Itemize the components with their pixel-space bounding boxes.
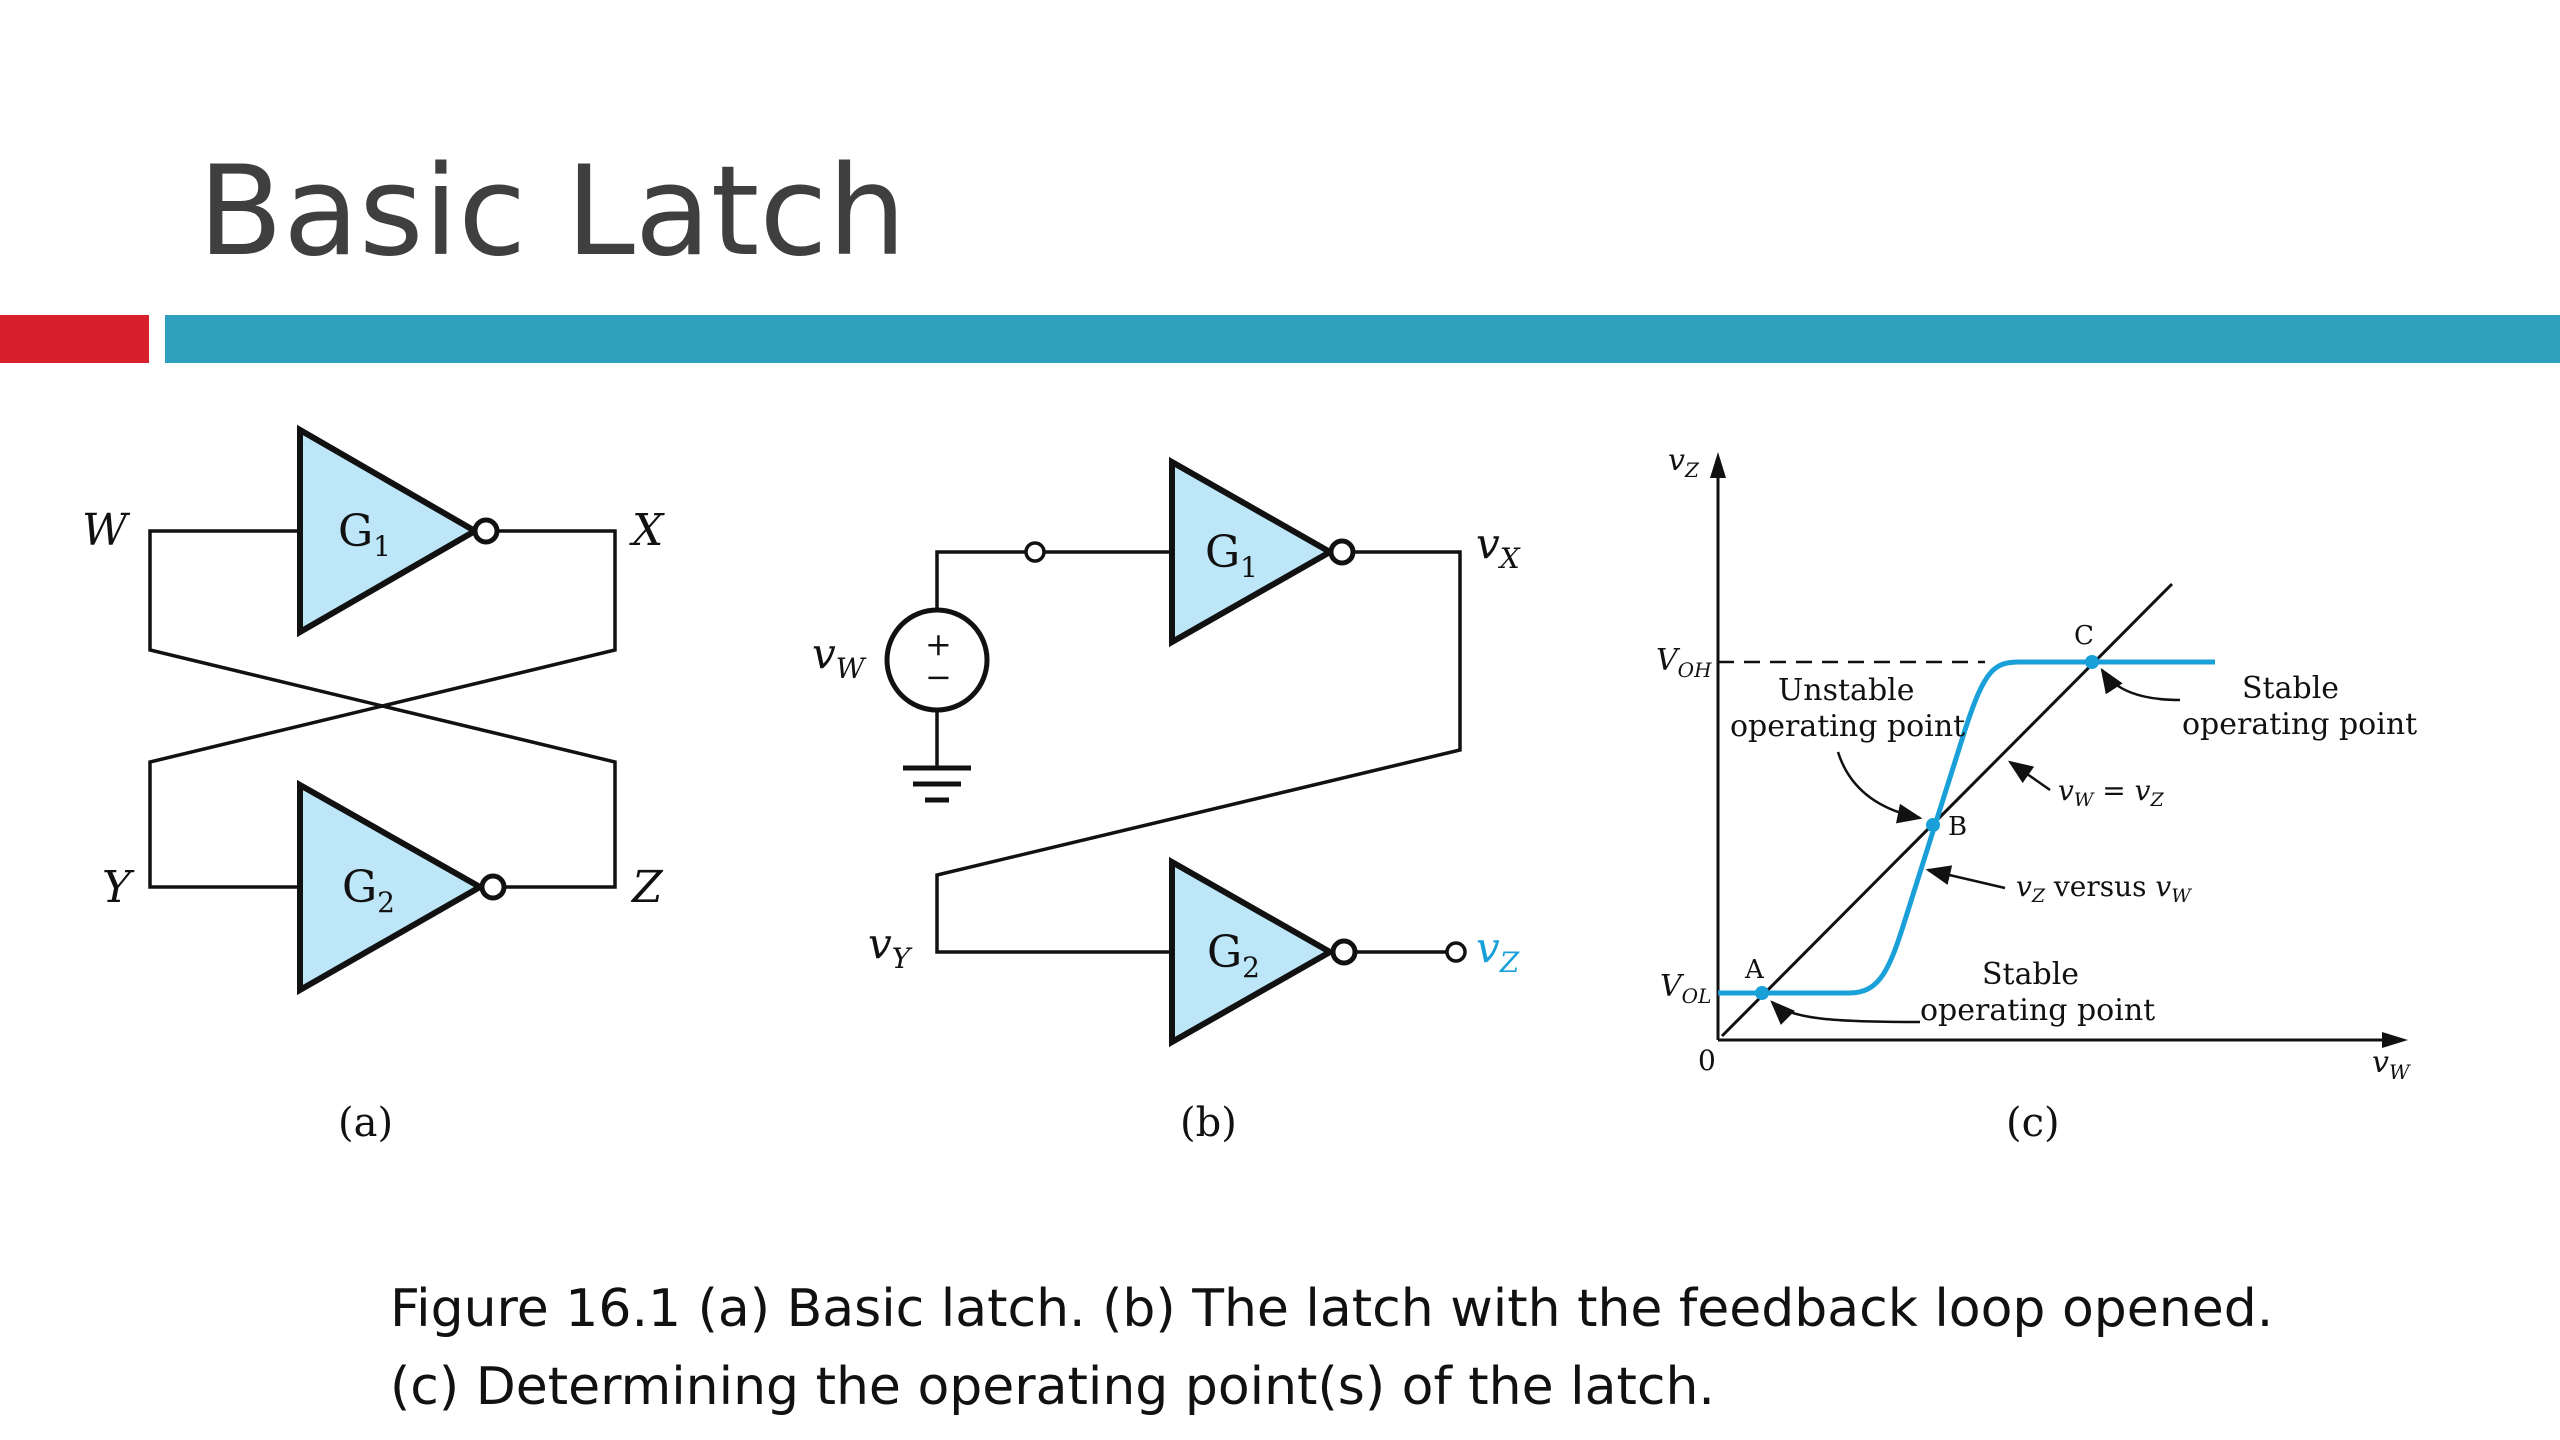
wire-source-top-b xyxy=(935,550,1025,610)
vx-label: vX xyxy=(1476,519,1521,575)
point-b-label: B xyxy=(1948,812,1967,842)
y-axis-arrow xyxy=(1710,452,1726,478)
gate-g1-b-label: G1 xyxy=(1205,527,1258,584)
arrow-unity-line xyxy=(2007,760,2051,792)
gate-g1-a-label: G1 xyxy=(338,506,391,563)
arrow-stable-c xyxy=(2100,667,2181,702)
gate-g2-b-label: G2 xyxy=(1207,927,1260,984)
stable-a-label-1: Stable xyxy=(1982,957,2079,992)
caption-line-1: Figure 16.1 (a) Basic latch. (b) The lat… xyxy=(390,1279,2274,1339)
panel-b xyxy=(884,456,1467,1048)
arrow-stable-a xyxy=(1770,1000,1921,1025)
vw-label: vW xyxy=(812,629,867,685)
point-b-marker xyxy=(1926,818,1940,832)
point-c-label: C xyxy=(2074,621,2094,651)
panel-b-labels: G1 G2 + − vW vX vY vZ (b) xyxy=(812,519,1521,1146)
unstable-label-2: operating point xyxy=(1730,709,1965,744)
voh-label: VOH xyxy=(1656,643,1712,682)
terminal-output-b xyxy=(1445,941,1467,963)
arrow-unstable xyxy=(1836,751,1923,824)
vz-label: vZ xyxy=(1476,923,1520,979)
panel-c-labels: vZ vW 0 VOH VOL A B C Unstable operating… xyxy=(1656,443,2417,1146)
terminal-input-b xyxy=(1024,541,1046,563)
panel-a-label: (a) xyxy=(338,1100,393,1146)
vy-label: vY xyxy=(868,919,913,975)
stable-a-label-2: operating point xyxy=(1920,993,2155,1028)
panel-a-labels: G1 G2 W X Y Z (a) xyxy=(82,505,665,1146)
point-a-marker xyxy=(1755,986,1769,1000)
arrow-curve xyxy=(1925,865,2006,890)
node-x-label: X xyxy=(629,505,665,556)
curve-label: vZ versus vW xyxy=(2016,870,2192,907)
vol-label: VOL xyxy=(1660,969,1711,1008)
panel-b-label: (b) xyxy=(1180,1100,1237,1146)
figure-caption: Figure 16.1 (a) Basic latch. (b) The lat… xyxy=(390,1270,2490,1426)
point-a-label: A xyxy=(1744,955,1765,985)
x-axis-arrow xyxy=(2382,1032,2408,1048)
bubble-g1-a xyxy=(472,517,500,545)
stable-c-label-1: Stable xyxy=(2242,671,2339,706)
node-w-label: W xyxy=(82,505,131,556)
origin-label: 0 xyxy=(1698,1044,1716,1077)
accent-bar-teal xyxy=(165,315,2560,363)
stable-c-label-2: operating point xyxy=(2182,707,2417,742)
unity-line-label: vW = vZ xyxy=(2058,774,2164,811)
bubble-g1-b xyxy=(1328,538,1356,566)
wire-feedback-b xyxy=(935,550,1462,954)
source-minus: − xyxy=(925,658,952,696)
gate-g2-a-label: G2 xyxy=(342,862,395,919)
unstable-label-1: Unstable xyxy=(1778,673,1915,708)
node-y-label: Y xyxy=(102,862,135,913)
point-c-marker xyxy=(2085,655,2099,669)
y-axis-label: vZ xyxy=(1668,443,1700,482)
accent-bar-red xyxy=(0,315,149,363)
caption-line-2: (c) Determining the operating point(s) o… xyxy=(390,1357,1715,1417)
panel-a xyxy=(148,424,617,996)
unity-line xyxy=(1720,582,2174,1038)
panel-c xyxy=(1710,452,2408,1048)
bubble-g2-b xyxy=(1330,938,1358,966)
bubble-g2-a xyxy=(479,873,507,901)
wire-x-cross-a xyxy=(148,529,617,889)
source-plus: + xyxy=(925,625,952,663)
panel-c-label: (c) xyxy=(2006,1100,2060,1146)
node-z-label: Z xyxy=(630,862,664,913)
slide-title: Basic Latch xyxy=(198,140,907,284)
x-axis-label: vW xyxy=(2372,1045,2411,1084)
